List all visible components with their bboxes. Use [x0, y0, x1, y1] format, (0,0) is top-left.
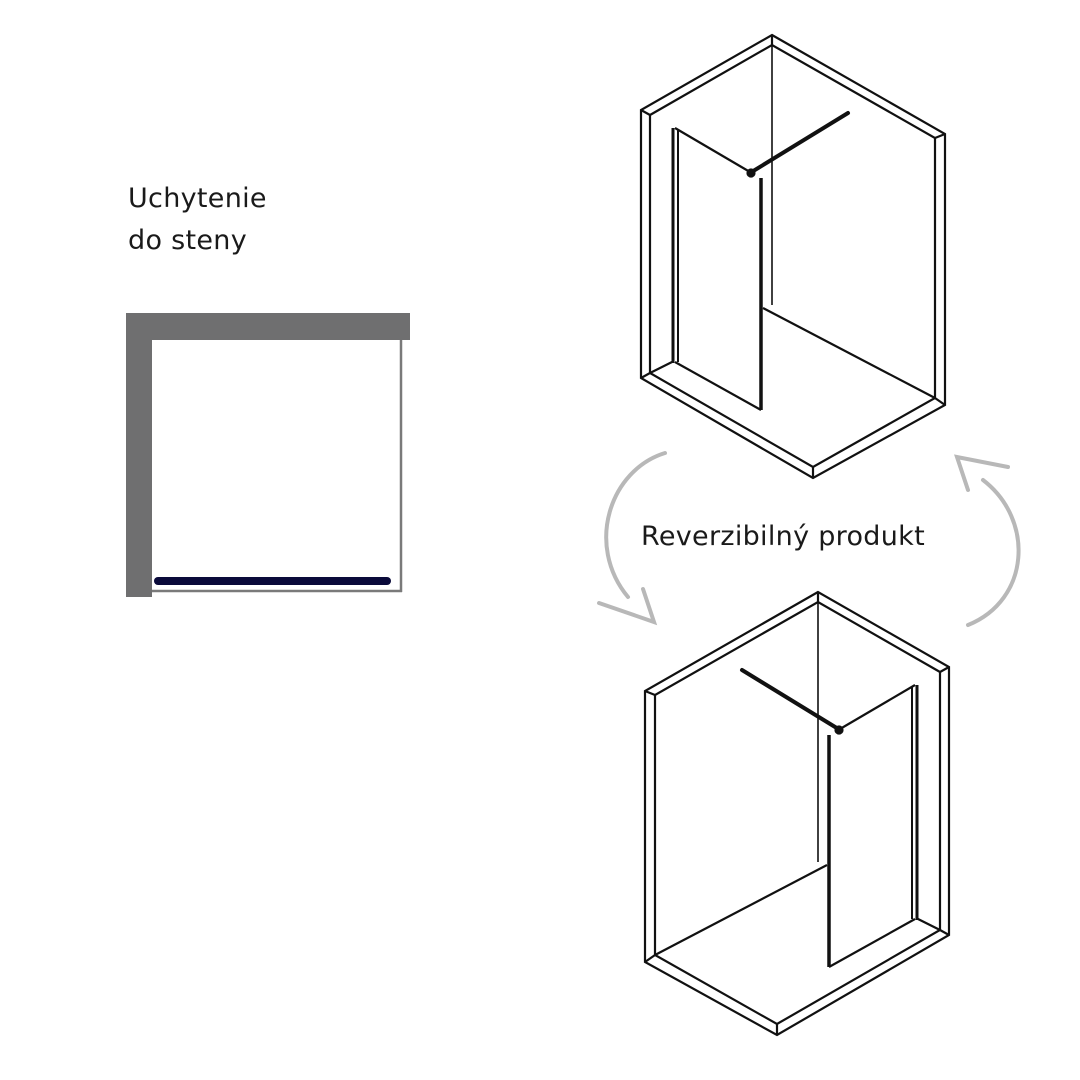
plan-view — [126, 313, 410, 597]
wall-mount-label: Uchytenie do steny — [128, 178, 267, 262]
panel-top — [674, 127, 751, 173]
wall-left — [126, 313, 152, 597]
reverse-arrows — [597, 451, 1021, 627]
reversible-product-label: Reverzibilný produkt — [641, 521, 925, 552]
panel-bottom — [674, 361, 762, 411]
iso-shower-top — [639, 33, 947, 480]
inner-frame — [648, 43, 937, 469]
iso-shower-bottom-mirrored — [643, 590, 951, 1037]
corner-tr — [934, 132, 946, 140]
wall-mount-label-line1: Uchytenie — [128, 183, 267, 214]
bar-joint — [746, 168, 756, 178]
wall-mount-label-line2: do steny — [128, 225, 247, 256]
corner-tl — [640, 109, 651, 116]
outer-frame — [639, 33, 947, 480]
arrow-right-arc — [966, 478, 1021, 627]
arrow-right-head — [954, 454, 1010, 492]
floor-right — [762, 307, 936, 399]
floor-left — [649, 361, 673, 374]
wall-top — [126, 313, 410, 340]
corner-br — [934, 397, 946, 406]
arrow-left-arc — [604, 451, 667, 599]
arrow-left-head — [597, 587, 658, 626]
corner-bl — [640, 372, 651, 379]
stabilizer-bar — [748, 111, 850, 175]
